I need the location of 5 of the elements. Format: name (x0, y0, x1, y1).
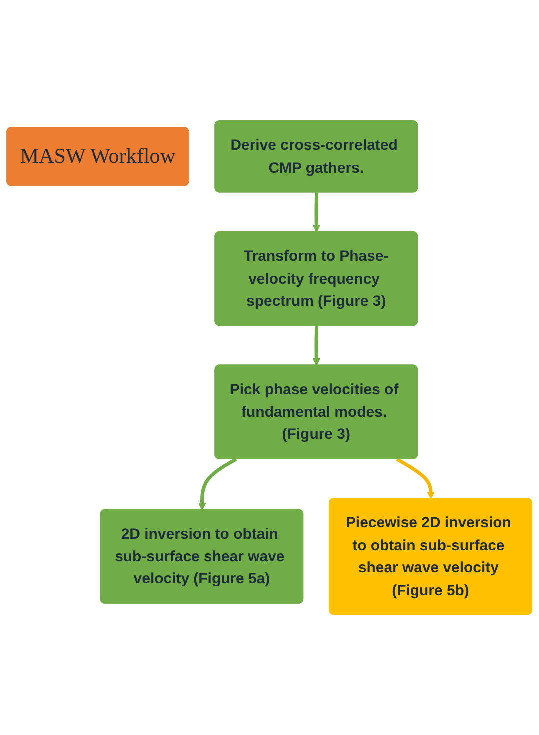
arrow (198, 457, 238, 510)
arrow (312, 326, 321, 366)
workflow-diagram: MASW Workflow Derive cross-correlated CMP gathers. Transform to Phase-velocity frequency spectrum (Figure 3) Pick phase velocities of fundamental modes. (Figure 3) 2D inversion to obtain sub-surface shear wave velocity (Figure 5a) Piecewise 2D inversion to obtain sub-surface shear wave velocity (Figure 5b) (0, 114, 539, 622)
arrow (396, 458, 435, 499)
arrow (312, 192, 321, 232)
